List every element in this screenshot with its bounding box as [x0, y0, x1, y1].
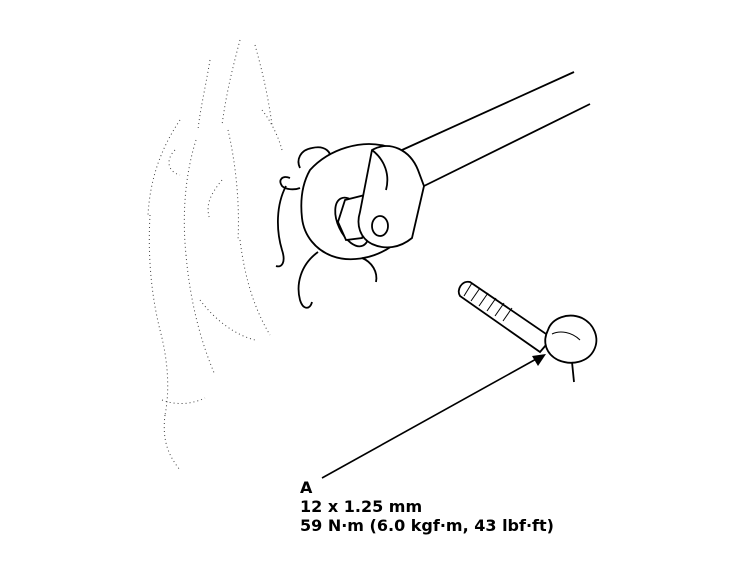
torque-spec: 59 N·m (6.0 kgf·m, 43 lbf·ft) [300, 516, 554, 535]
clevis-end [357, 145, 425, 249]
callout-label: A 12 x 1.25 mm 59 N·m (6.0 kgf·m, 43 lbf… [300, 478, 554, 535]
bracket-hooks [275, 185, 378, 309]
callout-letter: A [300, 478, 313, 497]
leader-line [321, 354, 546, 479]
bolt-size: 12 x 1.25 mm [300, 497, 423, 516]
bolt-thread [463, 282, 513, 322]
bolt-a [457, 280, 598, 383]
link-rod [401, 71, 591, 187]
background-structure [147, 39, 283, 471]
